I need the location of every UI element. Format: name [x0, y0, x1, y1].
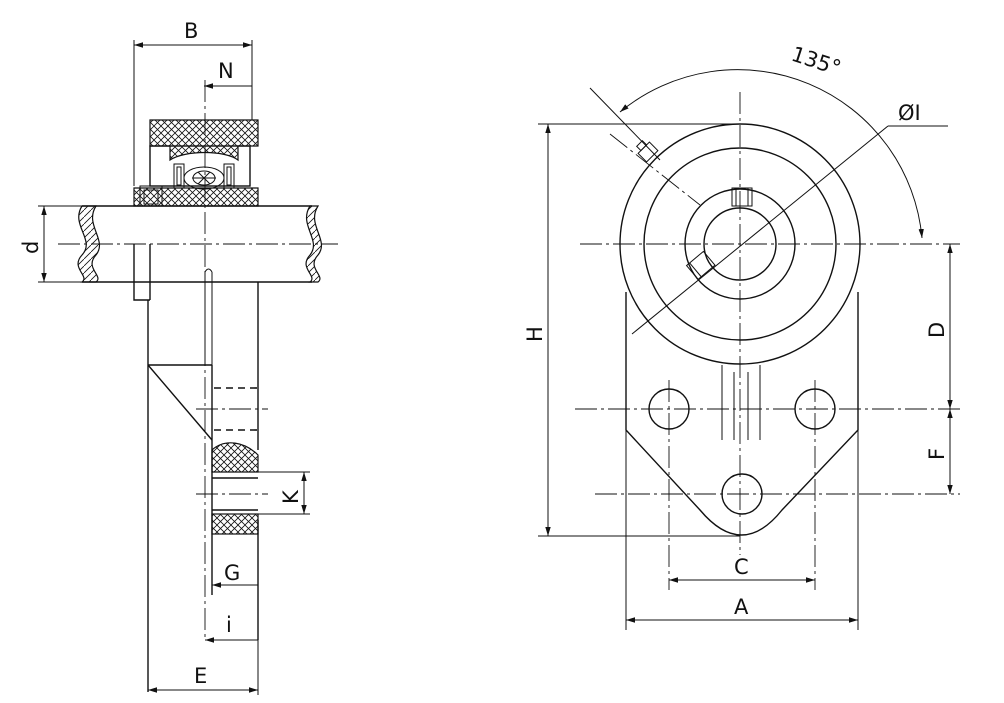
label-F: F: [925, 448, 949, 460]
dim-K: K: [258, 471, 310, 515]
dim-G: G: [211, 561, 258, 595]
front-view: 135° ØI H D F C: [523, 42, 960, 630]
label-bolt-circle: ØI: [898, 101, 921, 125]
side-view: B N d K G i E: [19, 19, 338, 695]
label-A: A: [734, 595, 749, 619]
label-C: C: [734, 555, 749, 579]
dim-D: D: [925, 244, 953, 409]
flange-housing: [133, 80, 268, 692]
set-screw: [731, 187, 753, 207]
label-d: d: [19, 241, 43, 254]
bolt-hole-bottom: [721, 473, 763, 515]
bearing-insert: [133, 119, 259, 207]
set-screw-angled: [685, 250, 716, 281]
label-H: H: [523, 326, 547, 342]
dim-H: H: [523, 123, 740, 537]
dim-B: B: [133, 19, 253, 186]
flange-outline: [625, 292, 859, 536]
dim-A: A: [625, 430, 859, 630]
label-G: G: [224, 561, 240, 585]
label-D: D: [925, 322, 949, 338]
dim-angle: 135°: [589, 42, 924, 239]
label-i: i: [226, 613, 232, 637]
label-B: B: [184, 19, 198, 43]
shaft: [58, 205, 338, 283]
label-N: N: [218, 59, 234, 83]
dim-F: F: [925, 409, 953, 494]
label-K: K: [279, 489, 303, 504]
dim-i: i: [205, 613, 258, 643]
label-angle: 135°: [788, 42, 844, 80]
dim-E: E: [148, 640, 259, 695]
label-E: E: [194, 664, 207, 688]
dim-d: d: [19, 205, 82, 283]
dim-C: C: [669, 555, 815, 583]
dim-bolt-circle: ØI: [631, 101, 948, 335]
dim-N: N: [204, 59, 252, 89]
grease-nipple: [635, 139, 659, 163]
